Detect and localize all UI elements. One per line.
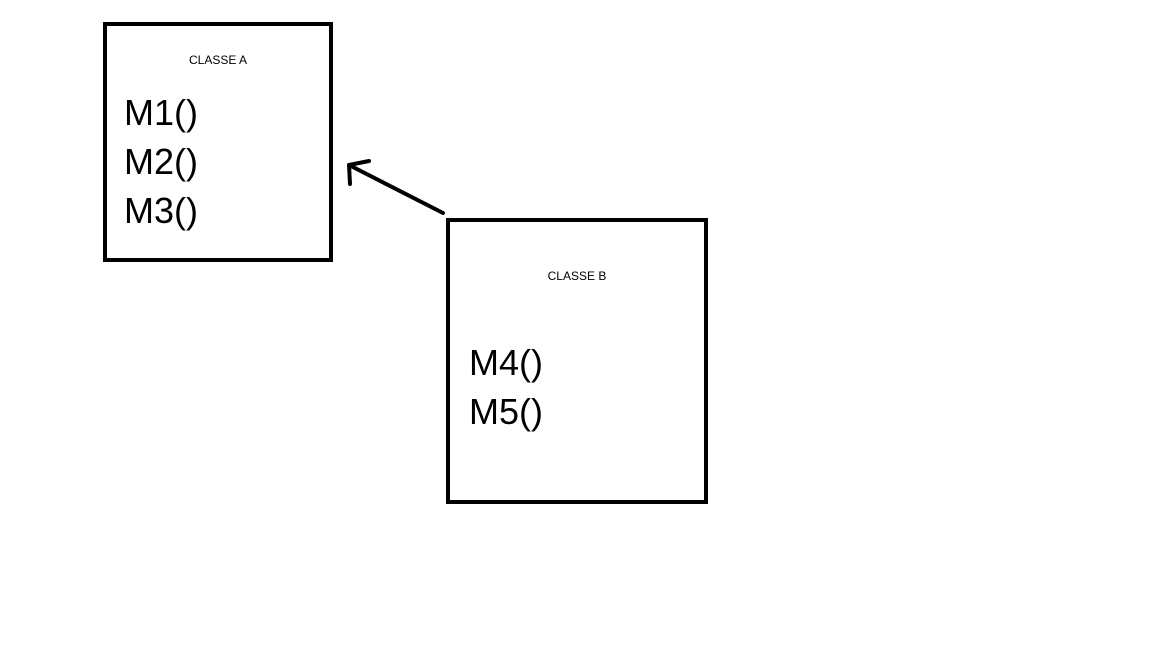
method-item: M1() <box>124 92 198 133</box>
method-item: M4() <box>469 342 543 383</box>
method-item: M2() <box>124 141 198 182</box>
class-b-title: CLASSE B <box>547 269 607 283</box>
class-b-method-list: M4() M5() <box>469 338 543 436</box>
class-box-b: CLASSE B M4() M5() <box>446 218 708 504</box>
class-a-method-list: M1() M2() M3() <box>124 88 198 235</box>
arrow-shaft <box>349 164 445 215</box>
class-box-a: CLASSE A M1() M2() M3() <box>103 22 333 262</box>
arrow-head <box>347 159 371 186</box>
method-item: M5() <box>469 391 543 432</box>
method-item: M3() <box>124 190 198 231</box>
class-a-title: CLASSE A <box>188 53 248 67</box>
